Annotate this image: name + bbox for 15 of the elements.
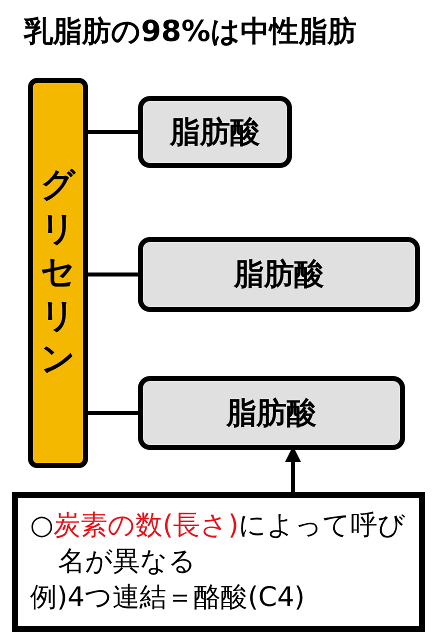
note-box [12, 492, 425, 632]
box-label: グリセリン [40, 164, 76, 382]
fatty-acid-box [138, 376, 405, 450]
title: 乳脂肪の98%は中性脂肪 [24, 13, 356, 50]
box-label: 脂肪酸 [234, 256, 324, 294]
note-text: 例)4つ連結＝酪酸(C4) [30, 581, 306, 615]
box-label: 脂肪酸 [226, 394, 316, 432]
connector-line [88, 272, 138, 276]
box-label: 脂肪酸 [170, 114, 260, 152]
note-text: ○炭素の数(長さ)によって呼び名が異なる [30, 509, 407, 579]
connector-line [88, 411, 138, 415]
fatty-acid-box [138, 237, 420, 312]
fatty-acid-box [138, 96, 292, 168]
connector-line [88, 130, 138, 134]
glycerol-bar [28, 78, 88, 468]
